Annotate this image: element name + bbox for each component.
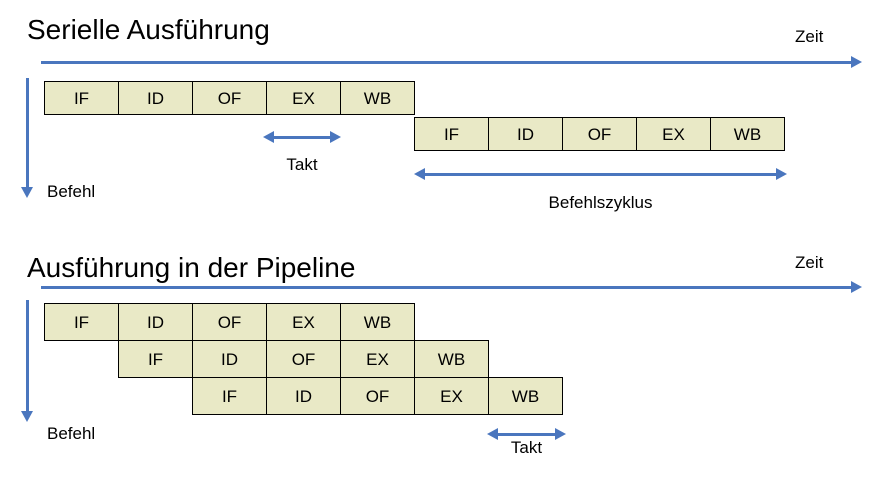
instruction-axis-shaft (26, 300, 29, 411)
instruction-axis-arrowhead (21, 411, 33, 422)
time-axis-arrowhead (851, 56, 862, 68)
instruction-row-serial-1: IF ID OF EX WB (44, 81, 415, 115)
befehlszyklus-measure-arrow (414, 167, 787, 181)
time-axis-shaft (41, 61, 851, 64)
stage-cell-if: IF (44, 81, 119, 115)
stage-cell-id: ID (118, 303, 193, 341)
instruction-axis-label-pipeline: Befehl (47, 424, 96, 443)
stage-cell-ex: EX (414, 377, 489, 415)
time-axis-arrow-serial (41, 55, 862, 69)
takt-label-pipeline: Takt (510, 438, 543, 457)
stage-cell-wb: WB (488, 377, 563, 415)
instruction-axis-arrow-pipeline (20, 300, 34, 422)
time-axis-label-serial: Zeit (795, 27, 824, 46)
stage-cell-of: OF (192, 81, 267, 115)
instruction-row-pipeline-3: IF ID OF EX WB (192, 377, 563, 415)
takt-shaft (270, 136, 334, 139)
section-title-pipeline: Ausführung in der Pipeline (27, 252, 356, 283)
section-title-serial: Serielle Ausführung (27, 14, 270, 45)
takt-label-serial: Takt (286, 155, 318, 174)
takt-arrowhead-right (330, 131, 341, 143)
section-serial-execution: Serielle Ausführung Zeit Befehl IF ID OF… (0, 0, 887, 240)
stage-cell-id: ID (488, 117, 563, 151)
stage-cell-of: OF (562, 117, 637, 151)
stage-cell-wb: WB (710, 117, 785, 151)
befehlszyklus-shaft (421, 173, 780, 176)
stage-cell-ex: EX (266, 303, 341, 341)
section-pipeline-execution: Ausführung in der Pipeline Zeit Befehl I… (0, 240, 887, 483)
takt-arrowhead-left (263, 131, 274, 143)
instruction-axis-label-serial: Befehl (47, 182, 96, 201)
time-axis-shaft (41, 286, 851, 289)
stage-cell-wb: WB (340, 81, 415, 115)
instruction-axis-shaft (26, 78, 29, 187)
time-axis-arrow-pipeline (41, 280, 862, 294)
stage-cell-id: ID (118, 81, 193, 115)
stage-cell-wb: WB (340, 303, 415, 341)
stage-cell-if: IF (44, 303, 119, 341)
stage-cell-if: IF (118, 340, 193, 378)
stage-cell-ex: EX (266, 81, 341, 115)
takt-measure-arrow-pipeline (487, 427, 566, 441)
takt-measure-arrow-serial (263, 130, 341, 144)
takt-arrowhead-right (555, 428, 566, 440)
befehlszyklus-arrowhead-left (414, 168, 425, 180)
instruction-row-pipeline-1: IF ID OF EX WB (44, 303, 415, 341)
instruction-row-serial-2: IF ID OF EX WB (414, 117, 785, 151)
time-axis-label-pipeline: Zeit (795, 253, 824, 272)
befehlszyklus-arrowhead-right (776, 168, 787, 180)
time-axis-arrowhead (851, 281, 862, 293)
stage-cell-if: IF (414, 117, 489, 151)
stage-cell-of: OF (266, 340, 341, 378)
stage-cell-of: OF (192, 303, 267, 341)
stage-cell-id: ID (192, 340, 267, 378)
takt-shaft (494, 433, 559, 436)
stage-cell-wb: WB (414, 340, 489, 378)
stage-cell-id: ID (266, 377, 341, 415)
befehlszyklus-label: Befehlszyklus (548, 193, 653, 212)
stage-cell-ex: EX (340, 340, 415, 378)
takt-arrowhead-left (487, 428, 498, 440)
stage-cell-of: OF (340, 377, 415, 415)
instruction-row-pipeline-2: IF ID OF EX WB (118, 340, 489, 378)
stage-cell-if: IF (192, 377, 267, 415)
instruction-axis-arrow-serial (20, 78, 34, 198)
stage-cell-ex: EX (636, 117, 711, 151)
instruction-axis-arrowhead (21, 187, 33, 198)
